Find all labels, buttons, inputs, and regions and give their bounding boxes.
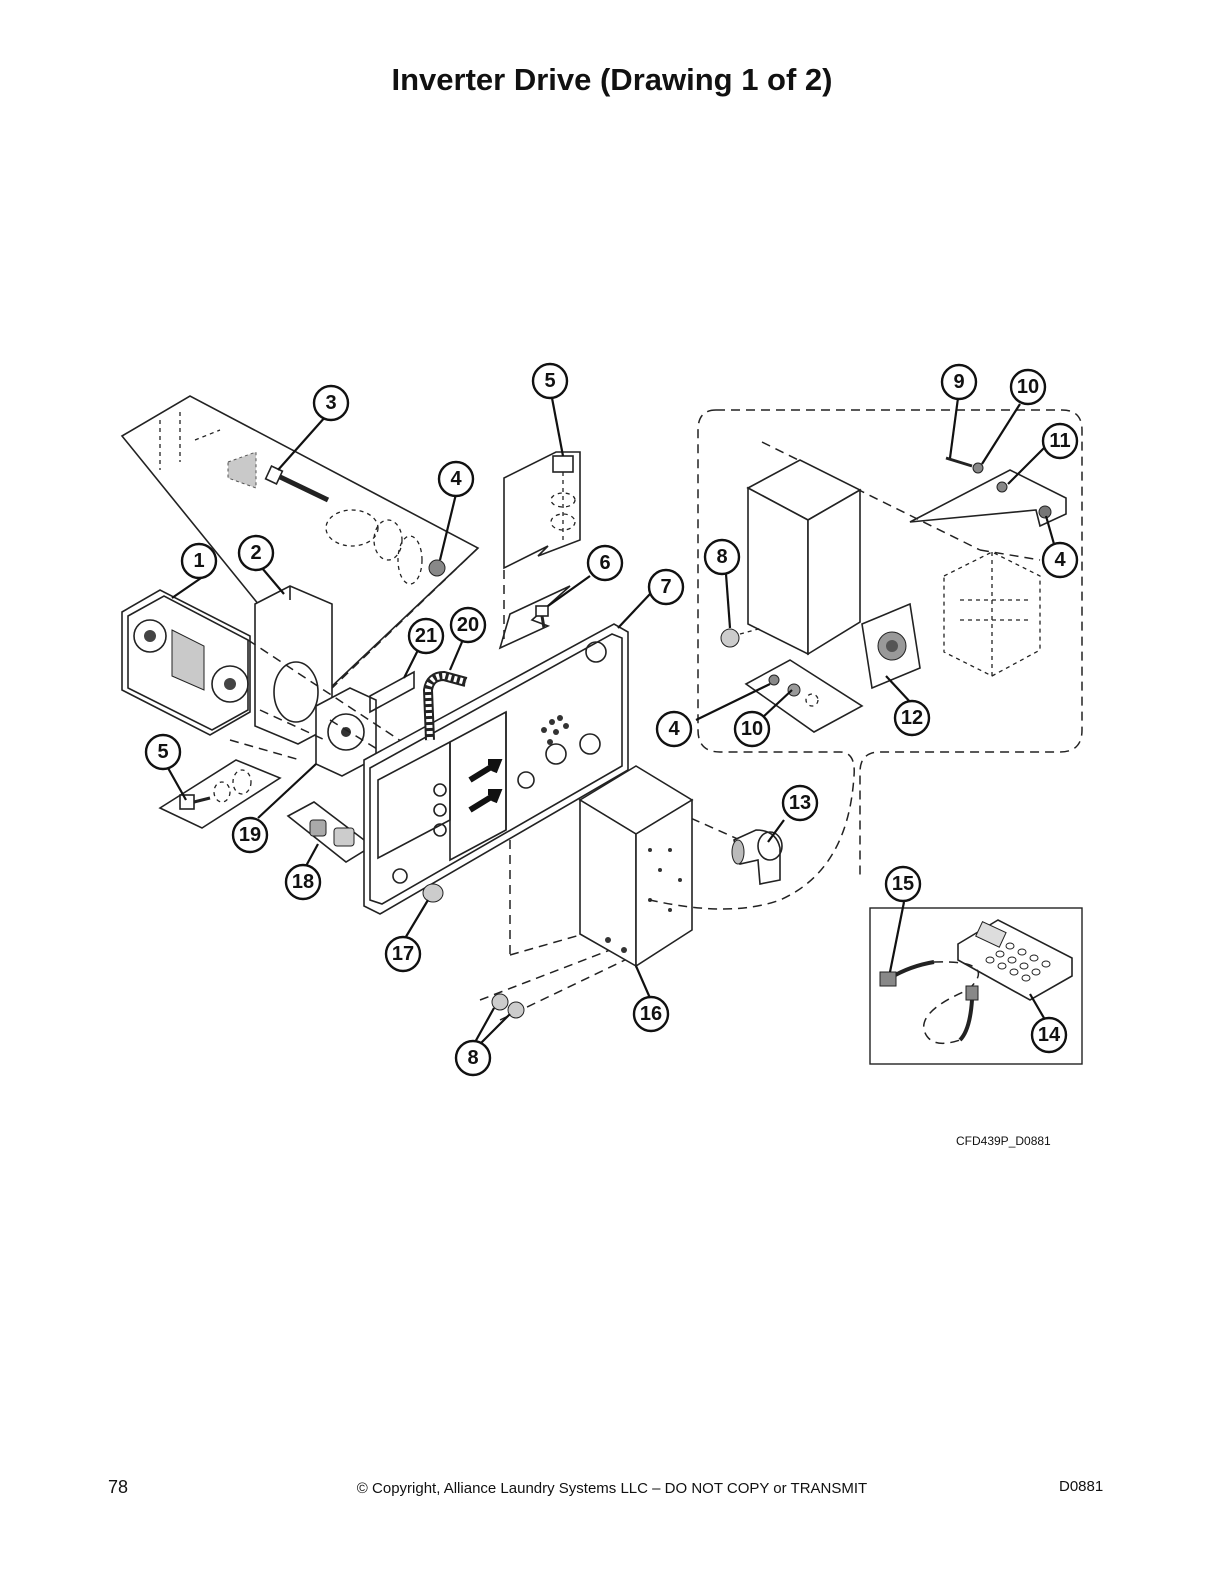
svg-text:15: 15 — [892, 873, 914, 895]
plug-icon — [507, 1001, 525, 1019]
keypad-buttons-icon — [985, 942, 1051, 982]
long-screw-icon — [264, 465, 330, 503]
figure-code: CFD439P_D0881 — [956, 1134, 1051, 1148]
svg-text:5: 5 — [157, 741, 168, 763]
copyright-notice: © Copyright, Alliance Laundry Systems LL… — [356, 1480, 868, 1497]
screw-mount-detail — [503, 451, 581, 640]
svg-text:18: 18 — [292, 871, 314, 893]
svg-text:19: 19 — [239, 824, 261, 846]
svg-text:7: 7 — [660, 576, 671, 598]
nut-icon — [428, 559, 446, 577]
fan-duct — [254, 585, 333, 745]
hose-part — [422, 670, 468, 741]
callout-1: 1 — [180, 542, 218, 580]
callout-11: 11 — [1041, 422, 1079, 460]
svg-text:13: 13 — [789, 792, 811, 814]
callout-5: 5 — [531, 362, 569, 400]
page-number: 78 — [108, 1477, 129, 1497]
callout-4: 4 — [655, 710, 693, 748]
arrow-up-icon — [468, 759, 503, 783]
relay-module — [943, 551, 1041, 677]
leader-lines — [167, 397, 1056, 1045]
callout-19: 19 — [231, 816, 269, 854]
page-title: Inverter Drive (Drawing 1 of 2) — [391, 62, 833, 97]
callout-18: 18 — [284, 863, 322, 901]
callout-16: 16 — [632, 995, 670, 1033]
callout-8: 8 — [454, 1039, 492, 1077]
document-code: D0881 — [1059, 1478, 1104, 1495]
svg-text:10: 10 — [1017, 376, 1039, 398]
screw-detail-6 — [498, 585, 571, 650]
terminal-block-icon — [541, 715, 569, 745]
callout-17: 17 — [384, 935, 422, 973]
connector-icon — [965, 985, 979, 1001]
plug-icon — [491, 993, 509, 1011]
screw-head-icon — [552, 455, 574, 473]
callout-4: 4 — [1041, 541, 1079, 579]
callout-14: 14 — [1030, 1016, 1068, 1054]
svg-text:9: 9 — [953, 371, 964, 393]
fan-grille-icon — [133, 619, 167, 653]
callout-4: 4 — [437, 460, 475, 498]
svg-text:20: 20 — [457, 614, 479, 636]
enclosure-box — [578, 765, 694, 968]
display-icon — [975, 921, 1007, 948]
callout-10: 10 — [733, 710, 771, 748]
svg-text:17: 17 — [392, 943, 414, 965]
control-board-detail — [649, 409, 1083, 910]
svg-text:11: 11 — [1049, 430, 1070, 452]
callout-3: 3 — [312, 384, 350, 422]
callout-5: 5 — [144, 733, 182, 771]
callout-9: 9 — [940, 363, 978, 401]
svg-text:4: 4 — [450, 468, 462, 490]
svg-text:1: 1 — [193, 550, 204, 572]
plug-icon — [720, 628, 740, 648]
svg-text:21: 21 — [415, 625, 437, 647]
svg-text:14: 14 — [1038, 1024, 1061, 1046]
fan-blade-icon — [327, 713, 365, 751]
svg-text:3: 3 — [325, 392, 336, 414]
svg-text:5: 5 — [544, 370, 555, 392]
svg-text:8: 8 — [716, 546, 727, 568]
screw-detail-panel — [120, 395, 480, 692]
elbow-fitting — [731, 829, 783, 885]
callout-7: 7 — [647, 568, 685, 606]
svg-text:2: 2 — [250, 542, 261, 564]
callout-20: 20 — [449, 606, 487, 644]
callout-6: 6 — [586, 544, 624, 582]
fan-grille-icon — [211, 665, 249, 703]
callout-15: 15 — [884, 865, 922, 903]
fan-guard-assembly — [121, 589, 251, 736]
callout-12: 12 — [893, 699, 931, 737]
svg-text:16: 16 — [640, 1003, 662, 1025]
callout-8: 8 — [703, 538, 741, 576]
callout-10: 10 — [1009, 368, 1047, 406]
callout-21: 21 — [407, 617, 445, 655]
connector-fitting — [286, 801, 374, 863]
svg-text:8: 8 — [467, 1047, 478, 1069]
grommet-icon — [422, 883, 444, 903]
svg-text:4: 4 — [668, 718, 680, 740]
svg-text:12: 12 — [901, 707, 923, 729]
svg-text:4: 4 — [1054, 549, 1066, 571]
label-plate — [369, 670, 415, 714]
svg-text:6: 6 — [599, 552, 610, 574]
callout-2: 2 — [237, 534, 275, 572]
svg-text:10: 10 — [741, 718, 763, 740]
arrow-up-icon — [468, 789, 503, 813]
connector-icon — [879, 971, 897, 987]
callout-13: 13 — [781, 784, 819, 822]
fastener-detail-left — [158, 759, 282, 829]
